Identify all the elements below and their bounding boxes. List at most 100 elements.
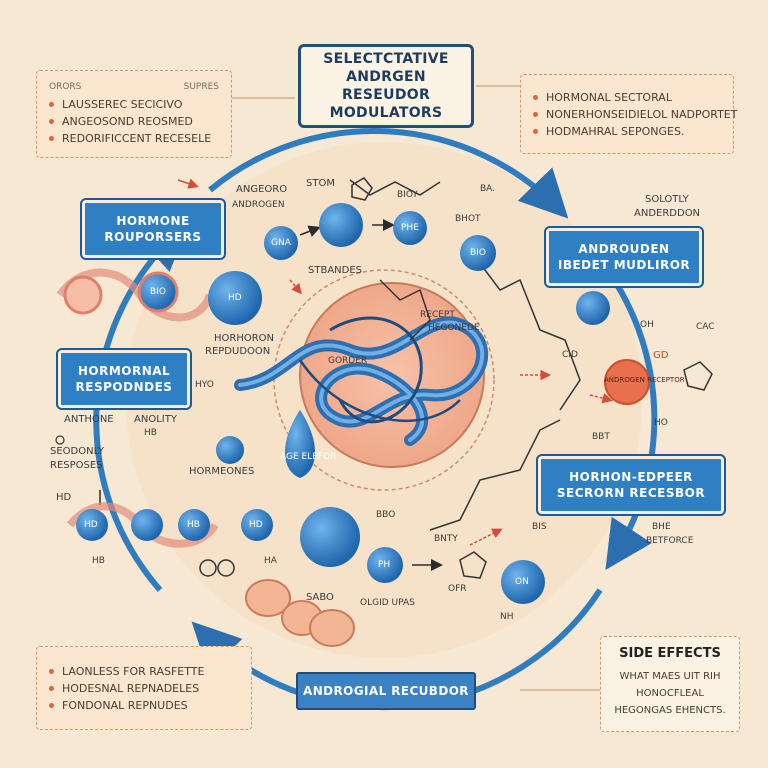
annotation-anolity: ANOLITY <box>134 414 177 425</box>
annotation-receptor-shapes: RECEPT <box>420 310 455 320</box>
inner-dashed-circle <box>273 269 495 491</box>
node-top-2 <box>319 203 363 247</box>
molecule-chain-core <box>379 279 431 341</box>
title-line-2: ANDRGEN RESEUDOR <box>341 69 431 103</box>
drop-node <box>285 410 315 478</box>
small-ring-1 <box>199 559 217 577</box>
bullet-icon <box>49 136 54 141</box>
note-top-left: ORORS SUPRES LAUSSEREC SECICIVO ANGEOSON… <box>36 70 232 158</box>
note-top-right-item: HODMAHRAL SEPONGES. <box>546 125 685 138</box>
annotation-horhoron: HORHORON <box>214 333 275 344</box>
annotation-oh: OH <box>640 320 654 330</box>
note-bottom-left: LAONLESS FOR RASFETTE HODESNAL REPNADELE… <box>36 646 252 730</box>
note-top-left-header-left: ORORS <box>49 82 82 92</box>
annotation-gorder: GORDER <box>328 356 368 366</box>
annotation-ba: BA. <box>480 184 496 194</box>
cycle-ring-arc-top <box>208 128 569 219</box>
annotation-seodonly: SEODONLY <box>50 446 104 457</box>
peach-blob-3 <box>309 609 355 647</box>
bullet-icon <box>533 129 538 134</box>
node-label: HB <box>187 520 200 530</box>
annotation-cac: CAC <box>696 322 715 332</box>
annotation-age-elefor: AGE ELEFOR <box>280 452 337 462</box>
annotation-hb-b: HB <box>92 556 105 566</box>
annotation-stom: STOM <box>306 178 335 189</box>
annotation-anderddon: ANDERDDON <box>634 208 701 219</box>
annotation-bbo: BBO <box>376 510 396 520</box>
hormonal-responses-label: HORMORNAL RESPODNDES <box>56 348 192 410</box>
small-ring-3 <box>55 435 65 445</box>
node-label: PH <box>378 560 391 570</box>
androgen-modulator-label: ANDROUDEN IBEDET MUDLIROR <box>544 226 704 288</box>
node-label: HD <box>84 520 98 530</box>
hormone-responses-line-1: HORMONE <box>116 214 190 228</box>
annotation-stbandes: STBANDES <box>308 265 363 276</box>
small-ring-2 <box>217 559 235 577</box>
node-top-3 <box>393 211 427 245</box>
diagram-title: SELECTCTATIVE ANDRGEN RESEUDOR MODULATOR… <box>298 44 474 128</box>
annotation-ho: HO <box>654 418 668 428</box>
side-effects-heading: SIDE EFFECTS <box>619 646 721 661</box>
molecule-chain-right <box>469 249 581 411</box>
horhon-recesbor-line-2: SECRORN RECESBOR <box>556 486 706 500</box>
node-right-1 <box>576 291 610 325</box>
annotation-hegonede: HEGONEDE <box>428 323 480 333</box>
note-top-left-item: LAUSSEREC SECICIVO <box>62 98 183 111</box>
annotation-hyo: HYO <box>195 380 214 390</box>
node-mid-left <box>216 436 244 464</box>
androgen-modulator-line-2: IBEDET MUDLIROR <box>557 258 691 272</box>
title-line-1: SELECTCTATIVE <box>323 51 449 67</box>
bullet-icon <box>533 112 538 117</box>
side-effects-line: WHAT MAES UIT RIH <box>619 671 721 682</box>
side-effects-line: HONOCFLEAL <box>636 688 704 699</box>
node-bottom-2 <box>131 509 163 541</box>
node-bottom-4 <box>241 509 273 541</box>
node-top-1 <box>264 226 298 260</box>
annotation-ha: HA <box>264 556 277 566</box>
annotation-betforce: BETFORCE <box>646 536 694 546</box>
androgen-modulator-line-1: ANDROUDEN <box>578 242 670 256</box>
annotation-bhe: BHE <box>652 522 671 532</box>
horhon-recesbor-line-1: HORHON-EDPEER <box>569 470 693 484</box>
bullet-icon <box>533 95 538 100</box>
cycle-ring-arc-right <box>597 258 658 571</box>
annotation-bbt: BBT <box>592 432 610 442</box>
bullet-icon <box>49 102 54 107</box>
bullet-icon <box>49 119 54 124</box>
node-label: HD <box>249 520 263 530</box>
node-bottom-3 <box>178 509 210 541</box>
hormone-responses-label: HORMONE ROUPORSERS <box>80 198 226 260</box>
ring-bottom <box>459 551 487 579</box>
annotation-bnty: BNTY <box>434 534 458 544</box>
horhon-recesbor-label: HORHON-EDPEER SECRORN RECESBOR <box>536 454 726 516</box>
note-top-right-item: NONERHONSEIDIELOL NADPORTET <box>546 108 738 121</box>
node-left-1 <box>63 275 103 315</box>
hormonal-responses-line-2: RESPODNDES <box>75 380 173 394</box>
node-left-3 <box>208 271 262 325</box>
ring-top <box>351 177 373 201</box>
annotation-cid: CID <box>562 350 578 360</box>
ring-right <box>683 361 713 391</box>
node-label: GNA <box>271 238 291 248</box>
node-bottom-7 <box>501 560 545 604</box>
annotation-ofr: OFR <box>448 584 467 594</box>
annotation-androgen-small: ANDROGEN <box>232 200 285 210</box>
bullet-icon <box>49 686 54 691</box>
bullet-icon <box>49 669 54 674</box>
note-bottom-right: SIDE EFFECTS WHAT MAES UIT RIH HONOCFLEA… <box>600 636 740 732</box>
note-bottom-left-item: FONDONAL REPNUDES <box>62 699 188 712</box>
title-line-3: MODULATORS <box>329 105 443 121</box>
molecule-chain-lower <box>429 419 561 531</box>
note-top-right-item: HORMONAL SECTORAL <box>546 91 672 104</box>
annotation-angeoro: ANGEORO <box>236 184 288 195</box>
annotation-sabo: SABO <box>306 592 334 603</box>
node-label: HD <box>228 293 242 303</box>
node-red <box>604 359 650 405</box>
annotation-olgid: OLGID UPAS <box>360 598 415 608</box>
annotation-responses: RESPOSES <box>50 460 103 471</box>
note-bottom-left-item: LAONLESS FOR RASFETTE <box>62 665 205 678</box>
annotation-solotly: SOLOTLY <box>645 194 689 205</box>
side-effects-line: HEGONGAS EHENCTS. <box>614 705 726 716</box>
node-bottom-5 <box>300 507 360 567</box>
